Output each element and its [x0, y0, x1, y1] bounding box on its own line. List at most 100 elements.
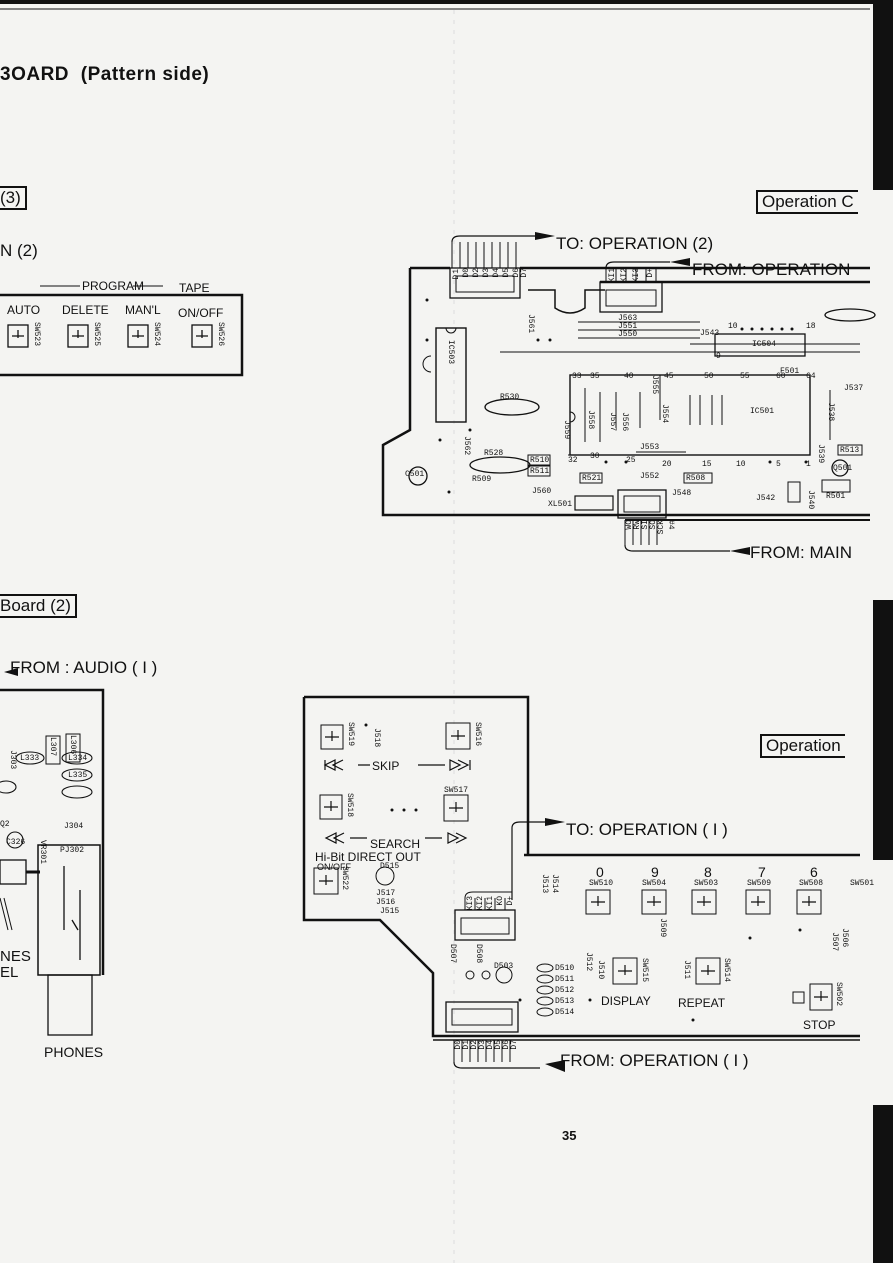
part-j513: J513: [540, 874, 549, 894]
part-j558: J558: [586, 410, 595, 430]
sw523-label: SW523: [32, 322, 41, 347]
pin-rw: RW: [633, 520, 642, 530]
sw502-label: SW502: [834, 982, 843, 1007]
pin-ko-lower: KO: [496, 896, 505, 906]
sw508-label: SW508: [799, 879, 824, 888]
pin-num-10: 10: [736, 460, 746, 469]
pin-d7: D7: [520, 268, 529, 278]
page-number: 35: [562, 1128, 577, 1143]
part-d512: D512: [555, 986, 575, 995]
ic501-label: IC501: [750, 407, 775, 416]
part-r521: R521: [582, 474, 602, 483]
pin-num-18: 18: [806, 322, 816, 331]
ic503-label: IC503: [446, 340, 455, 365]
part-r508: R508: [686, 474, 706, 483]
part-j515: J515: [380, 907, 400, 916]
part-r510: R510: [530, 456, 550, 465]
phones-panel-label-2: EL: [0, 964, 19, 981]
pin-num-40: 40: [624, 372, 634, 381]
part-j543: J543: [700, 329, 720, 338]
pin-d7-lower: D7: [510, 1040, 519, 1050]
part-j303: J303: [8, 750, 17, 770]
part-j548: J548: [672, 489, 692, 498]
auto-button-label: AUTO: [7, 303, 41, 317]
operation-tag: Operation: [760, 734, 845, 758]
pin-num-20: 20: [662, 460, 672, 469]
part-l335: L335: [68, 771, 88, 780]
pin-dplus-lower: D+: [506, 896, 515, 906]
sw526-label: SW526: [216, 322, 225, 347]
part-f501: F501: [780, 367, 800, 376]
board-subtitle: (Pattern side): [80, 64, 210, 85]
part-j538: J538: [826, 402, 835, 422]
ic504-label: IC504: [752, 340, 777, 349]
pin-d0: D0: [462, 268, 471, 278]
part-j551: J551: [618, 322, 638, 331]
from-main-label: FROM: MAIN: [750, 543, 852, 562]
onoff-button-label: ON/OFF: [178, 306, 224, 320]
part-j514: J514: [550, 874, 559, 894]
pin-dplus: D+: [646, 268, 655, 278]
hibit-direct-out-label: Hi-Bit DIRECT OUT: [315, 850, 421, 864]
pin-sck: SCK: [657, 520, 666, 535]
sw522-label: SW522: [340, 866, 349, 891]
part-j559: J559: [562, 420, 571, 440]
tape-label: TAPE: [179, 281, 210, 295]
pin-num-35: 35: [590, 372, 600, 381]
board-title-text: 3OARD: [0, 64, 70, 85]
delete-button-label: DELETE: [62, 303, 109, 317]
repeat-label: REPEAT: [678, 996, 726, 1010]
part-j304: J304: [64, 822, 84, 831]
digit-6-label: 6: [810, 864, 818, 880]
pin-d2: D2: [472, 268, 481, 278]
to-operation-1-label: TO: OPERATION ( I ): [566, 820, 728, 839]
operation-2-partial-label: N (2): [0, 241, 38, 260]
pin-d6-lower: D6: [502, 1040, 511, 1050]
part-j507: J507: [830, 932, 839, 952]
display-label: DISPLAY: [601, 994, 651, 1008]
pin-num-10-ic504: 10: [728, 322, 738, 331]
pin-ki2-lower: KI2: [476, 896, 485, 911]
from-operation-label: FROM: OPERATION: [692, 260, 851, 279]
sw517-label: SW517: [444, 786, 469, 795]
part-j509: J509: [658, 918, 667, 938]
pin-d0-lower: D0: [454, 1040, 463, 1050]
from-operation-1-label: FROM: OPERATION ( I ): [560, 1051, 749, 1070]
to-operation-2-label: TO: OPERATION (2): [556, 234, 714, 253]
pin-so: SO: [649, 520, 658, 530]
part-j511: J511: [682, 960, 691, 980]
sw525-label: SW525: [92, 322, 101, 347]
pin-d4: D4: [492, 268, 501, 278]
part-j563: J563: [618, 314, 638, 323]
operation-c-tag: Operation C: [756, 190, 858, 214]
part-r509: R509: [472, 475, 492, 484]
part-c501: C501: [405, 470, 425, 479]
part-j540: J540: [806, 490, 815, 510]
part-j539: J539: [816, 444, 825, 464]
board-title: 3OARD (Pattern side): [0, 64, 209, 86]
program-label: PROGRAM: [82, 279, 145, 293]
ref-3-label: (3): [0, 186, 27, 210]
pin-num-30: 30: [590, 452, 600, 461]
part-j555: J555: [650, 375, 659, 395]
part-d507: D507: [448, 944, 457, 964]
part-q501: Q501: [833, 464, 853, 473]
pin-num-33: 33: [572, 372, 582, 381]
phones-panel-label-1: NES: [0, 948, 31, 965]
pin-d5: D5: [502, 268, 511, 278]
pin-ki1: KI1: [608, 268, 617, 283]
from-audio-label: FROM : AUDIO ( I ): [10, 658, 158, 677]
pin-d1: D1: [452, 268, 461, 280]
part-j506: J506: [840, 928, 849, 948]
part-j554: J554: [660, 404, 669, 424]
pin-num-1: 1: [806, 460, 811, 469]
part-j553: J553: [640, 443, 660, 452]
sw501-label: SW501: [850, 879, 875, 888]
pin-num-64: 64: [806, 372, 816, 381]
pin-num-15: 15: [702, 460, 712, 469]
part-j560: J560: [532, 487, 552, 496]
part-j518: J518: [372, 728, 381, 748]
part-d515: D515: [380, 862, 400, 871]
sw516-label: SW516: [473, 722, 482, 747]
digit-8-label: 8: [704, 864, 712, 880]
